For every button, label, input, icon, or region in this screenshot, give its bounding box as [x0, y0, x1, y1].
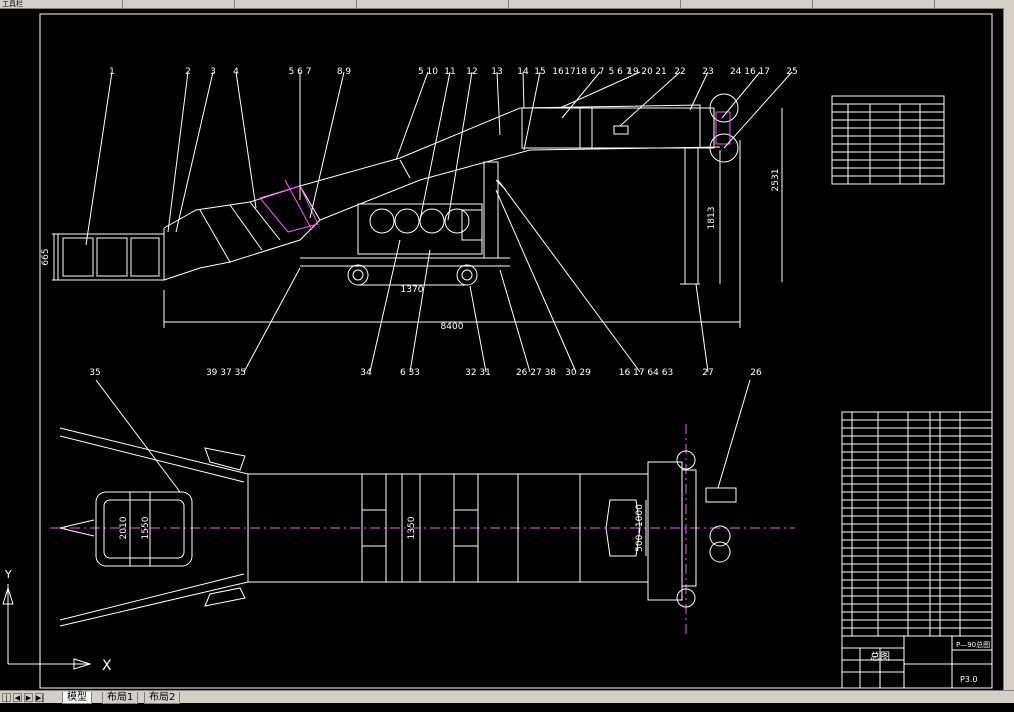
- callout-label-top: 18 6 7: [576, 67, 605, 77]
- callout-label-top: 11: [444, 67, 455, 77]
- callout-label-bottom: 35: [89, 368, 100, 378]
- parts-list-rows: [842, 419, 992, 629]
- callout-label-top: 22: [674, 67, 685, 77]
- callout-label-bottom: 32 31: [465, 368, 491, 378]
- tab-layout-2[interactable]: 布局2: [144, 692, 181, 704]
- next-tab-button[interactable]: ▶: [24, 693, 33, 702]
- toolbar-segment-1[interactable]: 工具栏: [0, 0, 123, 8]
- bottom-callout-labels: 39 37 35 34 6 33 32 31 26 27 38 30 29 16 17 64…: [89, 368, 762, 378]
- callout-label-bottom: 27: [702, 368, 713, 378]
- ucs-icon: [2, 584, 92, 670]
- dimension-1813: 1813: [707, 207, 717, 230]
- callout-label-top: 24 16 17: [730, 67, 770, 77]
- toolbar-segment-2[interactable]: [122, 0, 235, 8]
- callout-label-top: 5 6 7: [609, 67, 632, 77]
- parameter-table: [831, 95, 945, 185]
- side-elevation-view: [52, 71, 793, 373]
- callout-label-top: 21: [655, 67, 666, 77]
- callout-label-bottom: 16 17 64 63: [619, 368, 673, 378]
- tab-model[interactable]: 模型: [62, 692, 92, 704]
- callout-label-top: 4: [233, 67, 239, 77]
- callout-label-bottom: 34: [360, 368, 372, 378]
- callout-label-top: 2: [185, 67, 191, 77]
- toolbar-segment-4[interactable]: [356, 0, 509, 8]
- title-block-sheet: P3.0: [960, 675, 978, 684]
- toolbar-segment-7[interactable]: [812, 0, 935, 8]
- callout-label-top: 15: [534, 67, 545, 77]
- toolbar-segment-3[interactable]: [234, 0, 357, 8]
- dimension-2531: 2531: [771, 169, 781, 192]
- dimension-500-1000: 500~1000: [635, 504, 645, 552]
- toolbar-segment-5[interactable]: [508, 0, 681, 8]
- x-axis-label: X: [102, 658, 112, 674]
- layout-tab-bar: |◀ ◀ ▶ ▶| 模型 布局1 布局2: [0, 690, 1014, 711]
- callout-label-bottom: 26: [750, 368, 762, 378]
- callout-label-bottom: 39 37 35: [206, 368, 246, 378]
- parts-list-table: [841, 411, 993, 637]
- callout-label-top: 13: [491, 67, 502, 77]
- callout-label-top: 17: [564, 67, 575, 77]
- callout-label-top: 16: [552, 67, 564, 77]
- toolbar-segment-8[interactable]: [934, 0, 1014, 8]
- callout-label-top: 8 9: [337, 67, 352, 77]
- cad-toolbar: 工具栏: [0, 0, 1014, 9]
- prev-tab-button[interactable]: ◀: [13, 693, 22, 702]
- callout-label-top: 19 20: [627, 67, 653, 77]
- callout-label-top: 5 6 7: [289, 67, 312, 77]
- drawing-border: [39, 13, 993, 689]
- plan-view: [50, 379, 795, 634]
- dimension-1350: 1350: [407, 516, 417, 539]
- callout-label-top: 25: [786, 67, 797, 77]
- tab-layout-1[interactable]: 布局1: [102, 692, 139, 704]
- dimension-1370: 1370: [401, 285, 424, 295]
- title-block: [841, 635, 993, 689]
- dimension-2010: 2010: [119, 516, 129, 539]
- title-block-name: 总图: [870, 650, 890, 663]
- callout-label-top: 14: [517, 67, 529, 77]
- callout-label-bottom: 6 33: [400, 368, 420, 378]
- toolbar-segment-6[interactable]: [680, 0, 813, 8]
- callout-label-top: 5 10: [418, 67, 438, 77]
- last-tab-button[interactable]: ▶|: [35, 693, 44, 702]
- dimension-665: 665: [41, 248, 51, 265]
- callout-label-bottom: 26 27 38: [516, 368, 556, 378]
- callout-label-top: 3: [210, 67, 216, 77]
- y-axis-label: Y: [4, 568, 12, 581]
- dimension-8400: 8400: [441, 322, 464, 332]
- dimension-1550: 1550: [141, 516, 151, 539]
- callout-label-top: 12: [466, 67, 477, 77]
- callout-label-bottom: 30 29: [565, 368, 591, 378]
- callout-label-top: 1: [109, 67, 115, 77]
- first-tab-button[interactable]: |◀: [2, 693, 11, 711]
- title-block-code: P—90总图: [956, 640, 990, 649]
- callout-label-top: 23: [702, 67, 713, 77]
- vertical-scrollbar[interactable]: [1003, 8, 1014, 690]
